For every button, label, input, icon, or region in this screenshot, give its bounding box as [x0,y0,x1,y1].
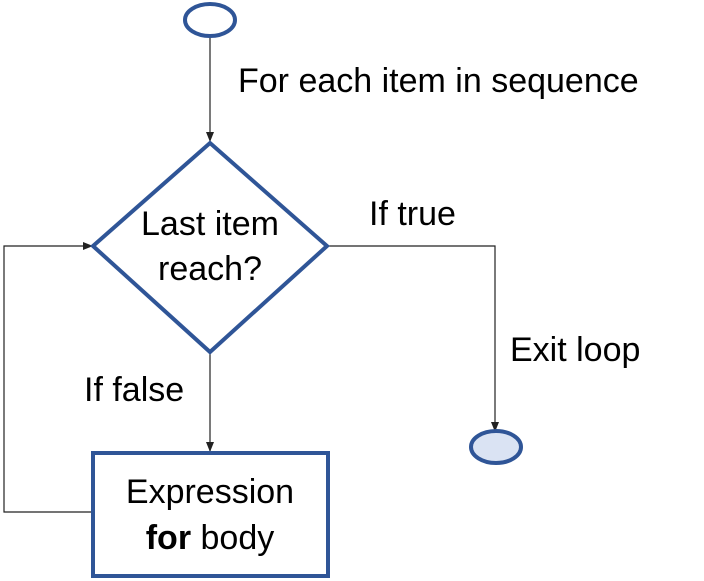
body-text-line2: for body [146,519,275,557]
decision-text-line1: Last item [141,205,279,243]
loop-label: For each item in sequence [238,62,639,100]
body-text-line1: Expression [126,473,294,511]
true-branch-label: If true [369,195,456,233]
decision-diamond [89,140,331,355]
connector-true-to-exit [327,245,499,432]
body-box [91,451,330,578]
body-text-rest: body [191,519,274,557]
start-node [183,2,237,38]
body-keyword-for: for [146,519,191,557]
connector-loop-back [3,242,93,513]
decision-text-line2: reach? [158,250,262,288]
exit-loop-label: Exit loop [510,331,640,369]
false-branch-label: If false [84,371,184,409]
end-node [469,429,523,465]
